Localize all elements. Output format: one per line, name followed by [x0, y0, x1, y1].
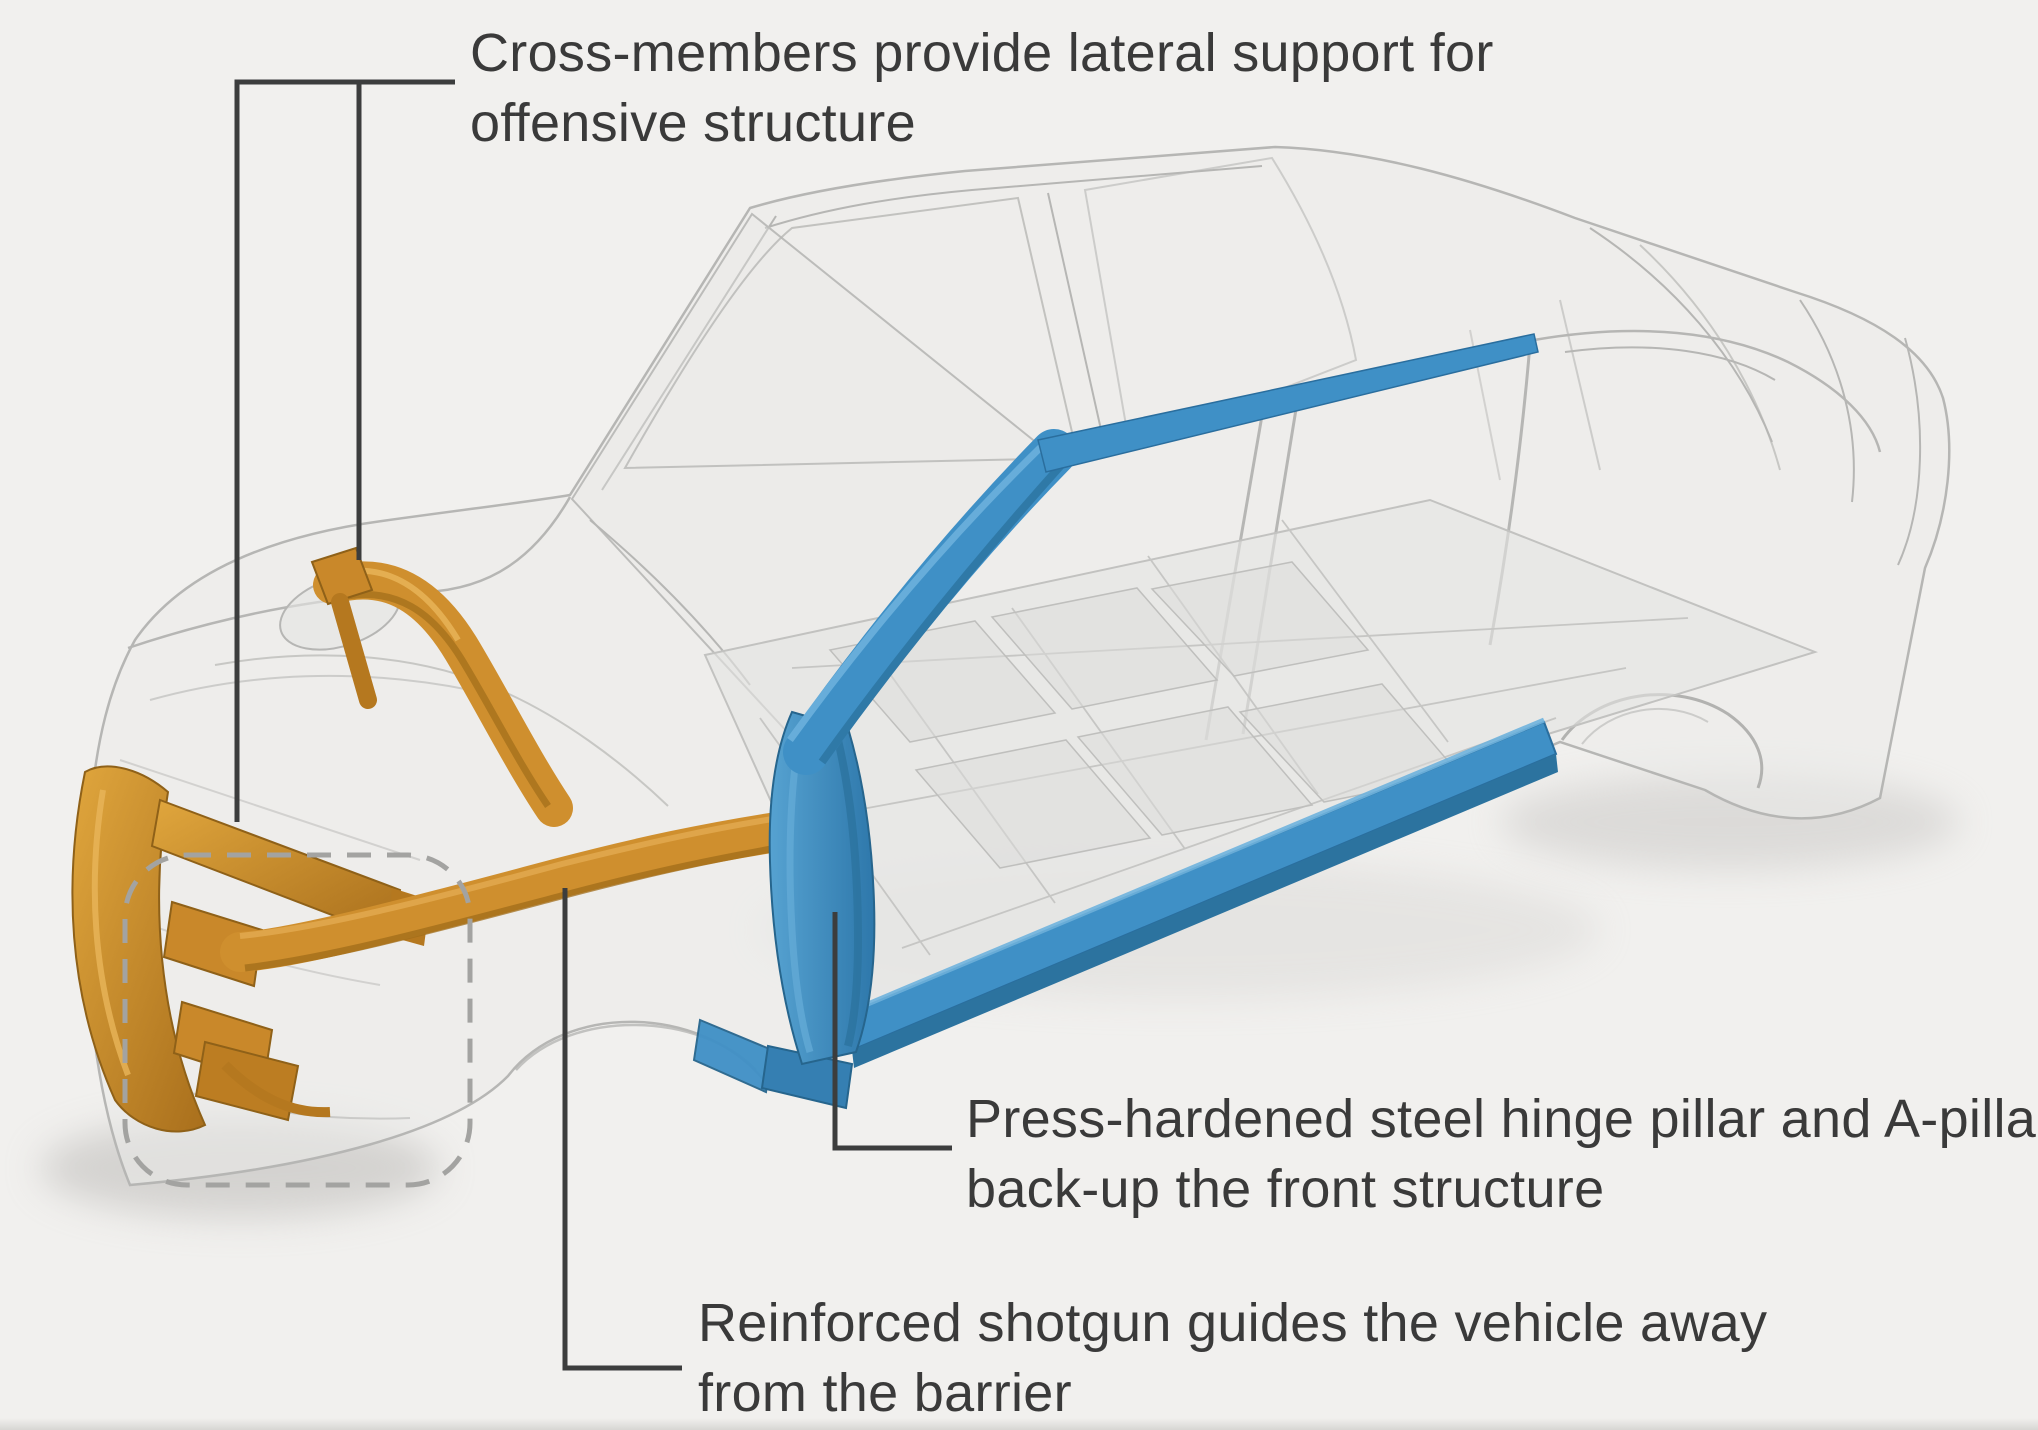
- leader-line-hinge-pillar: [832, 912, 952, 1151]
- rear-structure-line-1: [1589, 227, 1773, 443]
- blue-roof-rail: [1037, 333, 1539, 473]
- blue-sill-base: [692, 1018, 774, 1094]
- bumper-strap: [221, 1061, 331, 1118]
- annotation-shotgun: Reinforced shotgun guides the vehicle aw…: [698, 1288, 1767, 1428]
- far-door-aperture: [623, 196, 1080, 470]
- blue-rocker-lower-face: [852, 754, 1558, 1068]
- leader-line-cross-members-1: [234, 79, 455, 822]
- blue-a-pillar: [783, 429, 1077, 775]
- annotation-text-line: offensive structure: [470, 93, 916, 153]
- annotation-text-line: Cross-members provide lateral support fo…: [470, 23, 1494, 83]
- annotation-text-line: back-up the front structure: [966, 1159, 1605, 1219]
- leader-line-shotgun: [562, 888, 682, 1371]
- shotgun-highlight: [239, 814, 786, 939]
- far-a-pillar: [601, 215, 777, 491]
- leader-lines: [234, 79, 952, 1371]
- upper-cross-member-flange: [310, 546, 374, 606]
- upper-cross-member-support: [331, 593, 377, 709]
- hinge-pillar-highlight: [786, 729, 814, 1053]
- page-bottom-edge: [0, 1418, 2038, 1430]
- battery-module: [990, 587, 1219, 710]
- rear-seat-line-1: [1559, 299, 1601, 471]
- rear-wheel-arch-inner: [1581, 707, 1709, 745]
- far-rear-aperture: [1083, 156, 1358, 450]
- blue-rocker-top-edge: [843, 717, 1545, 1017]
- near-roof-rail-rear: [1533, 329, 1882, 453]
- far-roof-rail-inner: [764, 165, 1263, 229]
- floor-long-rib: [901, 717, 1557, 949]
- rear-panel-line: [1897, 337, 1922, 566]
- orange-upper-cross-member: [313, 561, 573, 827]
- battery-module: [1076, 706, 1314, 836]
- upper-cross-member-shade: [337, 591, 551, 808]
- quarter-window-line: [1564, 346, 1776, 381]
- battery-module: [1150, 561, 1370, 677]
- shotgun-shade: [244, 842, 789, 972]
- annotation-text-line: Press-hardened steel hinge pillar and A-…: [966, 1089, 2038, 1149]
- front-bay-line-2: [119, 759, 421, 861]
- bumper-beam-highlight: [91, 789, 131, 1077]
- floor-pan: [703, 498, 1819, 1012]
- annotation-text-line: Reinforced shotgun guides the vehicle aw…: [698, 1293, 1768, 1353]
- a-pillar-bottom-edge: [818, 459, 1067, 765]
- battery-module: [914, 739, 1152, 869]
- annotation-text-line: from the barrier: [698, 1363, 1072, 1423]
- front-bay-line-1: [149, 674, 471, 701]
- annotation-hinge-pillar: Press-hardened steel hinge pillar and A-…: [966, 1084, 2038, 1224]
- orange-bumper-beam: [71, 765, 207, 1133]
- rear-structure-line-2: [1639, 244, 1781, 471]
- hinge-pillar-shade: [834, 739, 863, 1047]
- rear-structure-line-3: [1799, 299, 1855, 503]
- blue-pillar-structure: [692, 333, 1558, 1110]
- orange-front-structure: [71, 546, 810, 1133]
- floor-cross-rib: [1281, 519, 1449, 743]
- dashed-focus-outline: [122, 852, 473, 1188]
- orange-shotgun-rail: [220, 810, 810, 972]
- far-b-pillar: [1047, 192, 1107, 453]
- annotation-cross-members: Cross-members provide lateral support fo…: [470, 18, 1494, 158]
- a-pillar-top-edge: [787, 443, 1045, 743]
